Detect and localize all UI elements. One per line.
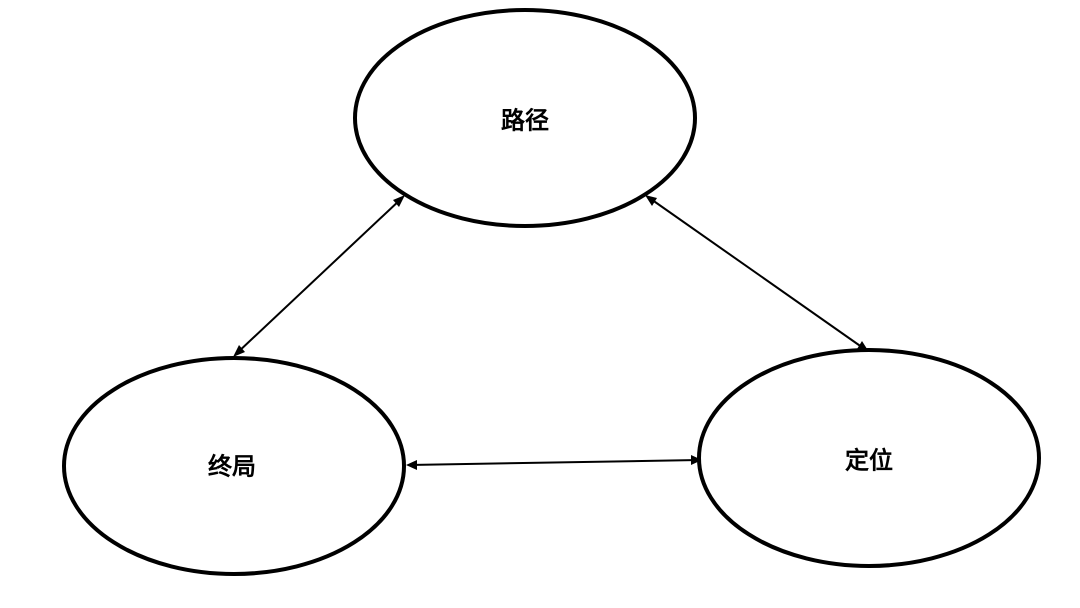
edge-path-positioning xyxy=(647,196,867,351)
node-positioning-ellipse xyxy=(697,348,1041,568)
node-path-ellipse xyxy=(353,8,697,228)
edge-endgame-positioning xyxy=(408,459,700,466)
arrow-head-to-endgame-from-positioning xyxy=(406,460,417,470)
arrow-head-to-positioning-from-endgame xyxy=(691,455,702,465)
node-path-label: 路径 xyxy=(501,106,549,135)
arrow-head-to-path-from-positioning xyxy=(645,195,657,206)
node-endgame-label: 终局 xyxy=(208,452,256,481)
node-path: 路径 xyxy=(353,8,697,228)
edge-path-endgame xyxy=(235,197,403,355)
node-endgame: 终局 xyxy=(62,356,406,576)
arrow-head-to-path-from-endgame xyxy=(393,195,405,207)
node-endgame-ellipse xyxy=(62,356,406,576)
node-positioning-label: 定位 xyxy=(845,446,893,475)
arrow-head-to-endgame-from-path xyxy=(233,345,245,357)
node-positioning: 定位 xyxy=(697,348,1041,568)
